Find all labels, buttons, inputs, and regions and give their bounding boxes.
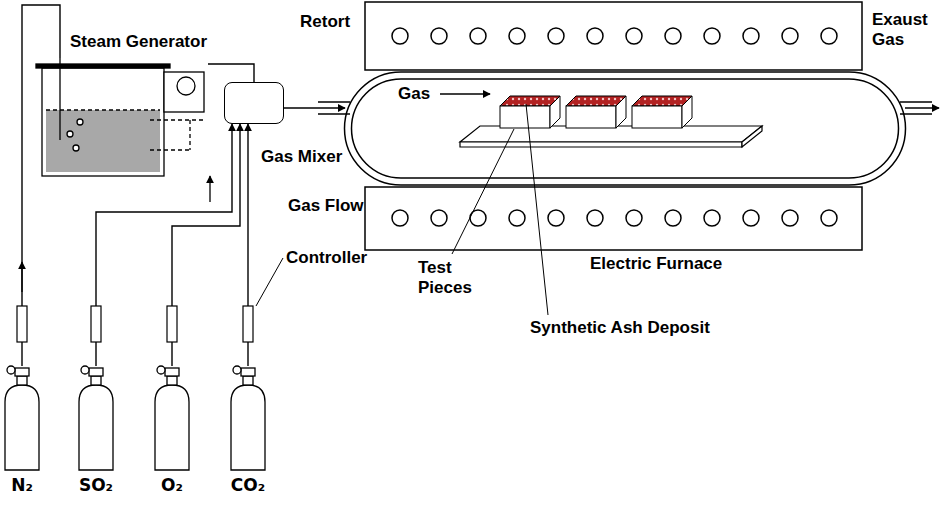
gas-cylinder: SO₂ <box>76 366 116 470</box>
label: Controller <box>286 248 367 268</box>
heating-element <box>626 28 642 44</box>
gas-pipe <box>172 124 240 366</box>
gas-name: O₂ <box>161 476 183 496</box>
heating-element <box>665 210 681 226</box>
heating-element <box>548 210 564 226</box>
heating-element <box>509 28 525 44</box>
heating-element <box>743 28 759 44</box>
label: Synthetic Ash Deposit <box>530 318 710 338</box>
gas-pipe <box>22 5 60 366</box>
retort-tube <box>318 72 932 185</box>
steam-generator: Steam Generator <box>36 58 208 178</box>
flow-arrow <box>209 176 210 202</box>
heating-element <box>470 28 486 44</box>
gas-cylinders <box>5 366 265 470</box>
gas-flow-arrow <box>440 93 490 95</box>
heating-element <box>782 28 798 44</box>
label: Exaust Gas <box>872 10 942 49</box>
node-label: Gas Mixer <box>261 147 342 167</box>
heating-element <box>392 28 408 44</box>
gas-name: N₂ <box>11 476 33 496</box>
heating-element <box>587 28 603 44</box>
heating-element <box>509 210 525 226</box>
heating-element <box>392 210 408 226</box>
heating-element <box>665 28 681 44</box>
gas-name: CO₂ <box>231 476 265 496</box>
gas-cylinder: O₂ <box>152 366 192 470</box>
heating-element <box>431 28 447 44</box>
flow-arrow <box>21 262 22 292</box>
gas-pipe <box>208 64 254 82</box>
node-label: Steam Generator <box>70 32 207 52</box>
gas-cylinder: N₂ <box>2 366 42 470</box>
test-pieces <box>500 96 692 128</box>
heating-element <box>626 210 642 226</box>
heating-element <box>548 28 564 44</box>
gas-name: SO₂ <box>79 476 113 496</box>
exhaust-arrow <box>905 107 939 109</box>
gas-mixer: Gas Mixer <box>224 82 284 124</box>
heating-element <box>704 210 720 226</box>
heating-element <box>431 210 447 226</box>
label: Test Pieces <box>418 258 480 297</box>
heating-element <box>821 28 837 44</box>
label: Electric Furnace <box>590 254 722 274</box>
heating-element <box>821 210 837 226</box>
label: Gas Flow <box>288 196 364 216</box>
leader-lines <box>256 104 548 315</box>
sample-plate <box>460 126 762 147</box>
heating-element <box>782 210 798 226</box>
heating-element <box>704 28 720 44</box>
gas-cylinder: CO₂ <box>228 366 268 470</box>
heating-element <box>587 210 603 226</box>
gas-pipe <box>284 107 345 108</box>
flow-controllers <box>17 306 253 342</box>
heating-element <box>743 210 759 226</box>
steam-generator-tank <box>36 58 204 176</box>
node-label: Retort <box>300 12 350 32</box>
label: Gas <box>398 84 430 104</box>
